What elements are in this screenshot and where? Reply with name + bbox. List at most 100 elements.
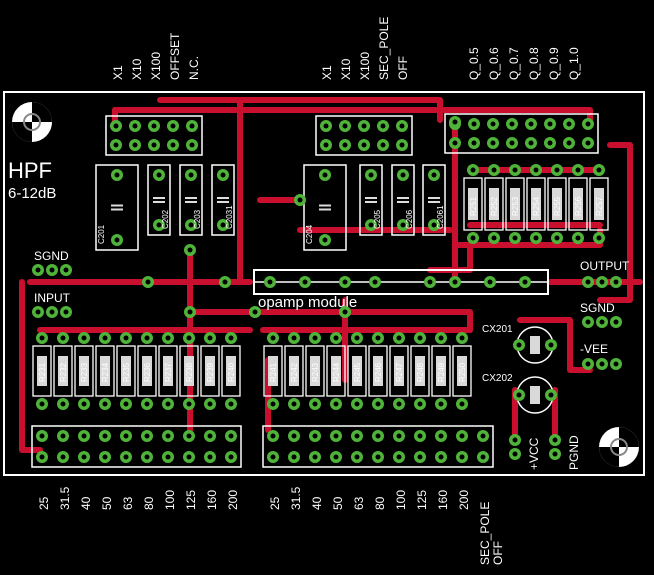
bottom-left-freq-label: 100 [163, 490, 177, 510]
mounting-hole-icon [12, 102, 52, 142]
header-pin [167, 139, 179, 151]
capacitor: C204 [303, 164, 347, 251]
via-pad [264, 276, 276, 288]
top-left-label: X10 [130, 58, 144, 80]
header-left-top [105, 115, 203, 156]
capacitor-pad [185, 169, 197, 181]
capacitor: C2031 [211, 164, 235, 236]
via-pad [219, 276, 231, 288]
input-pin [60, 306, 72, 318]
electrolytic-capacitor [513, 326, 557, 364]
header-pin [148, 139, 160, 151]
header-pin [456, 430, 468, 442]
resistor: R256 [568, 164, 588, 244]
header-left-bottom [31, 425, 242, 468]
header-pin [468, 137, 480, 149]
resistor-pad [551, 232, 563, 244]
capacitor-pad [111, 234, 123, 246]
header-pin [99, 430, 111, 442]
top-right-label: Q_0.5 [467, 47, 481, 80]
via-pad [299, 276, 311, 288]
bottom-left-freq-label: 63 [121, 496, 135, 510]
resistor-pad [288, 332, 300, 344]
capacitor: C202 [147, 164, 171, 236]
header-pin [414, 451, 426, 463]
header-pin [477, 451, 489, 463]
header-pin [525, 137, 537, 149]
via-pad [519, 276, 531, 288]
resistor-label: R255 [553, 196, 562, 216]
header-pin [506, 137, 518, 149]
resistor-label: R253 [511, 196, 520, 216]
board-title: HPF [8, 158, 52, 183]
header-pin [320, 120, 332, 132]
bottom-left-freq-label: 31.5 [58, 486, 72, 510]
header-pin [162, 451, 174, 463]
cx-pad [545, 339, 557, 351]
resistor-label: R236 [143, 362, 152, 382]
resistor-pad [414, 332, 426, 344]
vee-pin [582, 358, 594, 370]
header-pin [120, 430, 132, 442]
header-pin [183, 451, 195, 463]
top-mid-label: SEC_POLE [377, 17, 391, 80]
pgnd-pin [549, 434, 561, 446]
resistor: R251 [463, 164, 483, 244]
sgnd-right-pin [582, 316, 594, 328]
resistor: R233 [74, 332, 94, 410]
header-pin [288, 451, 300, 463]
resistor: R238 [179, 332, 199, 410]
header-pin [393, 430, 405, 442]
top-right-label: Q_1.0 [567, 47, 581, 80]
resistor: R234 [95, 332, 115, 410]
top-left-label: OFFSET [168, 32, 182, 80]
capacitor: C206 [391, 164, 415, 236]
bottom-sec-label: SEC_POLE [478, 502, 492, 565]
vee-label: -VEE [580, 342, 608, 356]
resistor: R242 [284, 332, 304, 410]
capacitor: C201 [95, 164, 139, 251]
header-pin [141, 451, 153, 463]
capacitor-label: C202 [161, 209, 170, 229]
capacitor-pad [153, 169, 165, 181]
header-pin [544, 137, 556, 149]
resistor-label: R250 [458, 362, 467, 382]
resistor-label: R257 [595, 196, 604, 216]
header-pin [186, 139, 198, 151]
header-pin [183, 430, 195, 442]
header-pin [129, 139, 141, 151]
resistor-label: R231 [38, 362, 47, 382]
bottom-mid-freq-label: 63 [352, 496, 366, 510]
capacitor: C205 [359, 164, 383, 236]
vee-pin [596, 358, 608, 370]
resistor: R250 [452, 332, 472, 410]
via-pad [484, 276, 496, 288]
resistor: R243 [305, 332, 325, 410]
via-pad [184, 244, 196, 256]
header-pin [372, 430, 384, 442]
resistor: R235 [116, 332, 136, 410]
resistor: R237 [158, 332, 178, 410]
header-group [31, 113, 599, 468]
sgnd-left-pin [60, 264, 72, 276]
resistor-label: R246 [374, 362, 383, 382]
resistor-label: R240 [227, 362, 236, 382]
top-mid-label: X100 [358, 52, 372, 80]
pgnd-label: PGND [567, 435, 581, 470]
header-pin [414, 430, 426, 442]
header-pin [320, 139, 332, 151]
resistor-pad [372, 332, 384, 344]
resistor-label: R256 [574, 196, 583, 216]
bottom-mid-freq-label: 100 [394, 490, 408, 510]
resistor-pad [414, 398, 426, 410]
top-right-label: Q_0.6 [487, 47, 501, 80]
resistor-pad [572, 164, 584, 176]
bottom-left-freq-label: 160 [205, 490, 219, 510]
bottom-left-freq-label: 200 [226, 490, 240, 510]
header-pin [396, 139, 408, 151]
resistor-label: R238 [185, 362, 194, 382]
capacitor-pad [397, 169, 409, 181]
header-pin [186, 120, 198, 132]
bottom-left-freq-label: 80 [142, 496, 156, 510]
